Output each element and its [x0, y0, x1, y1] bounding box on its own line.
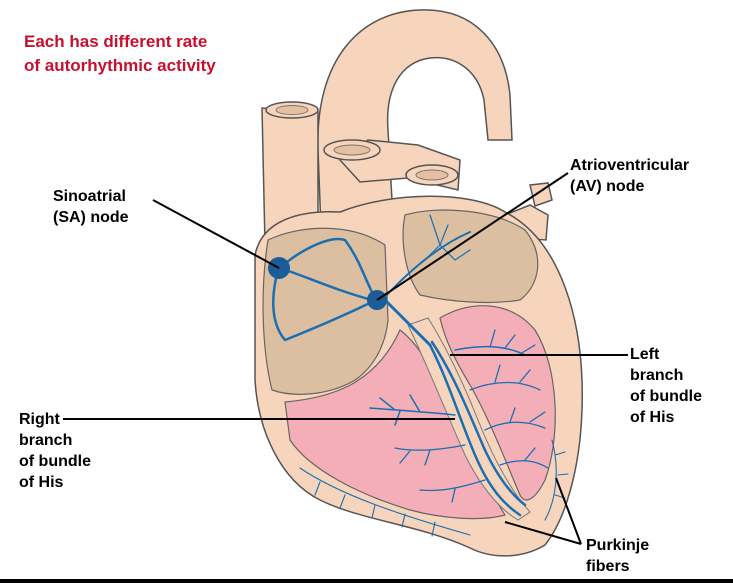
right-branch-label-line2: branch [19, 432, 73, 449]
sa-node-label-line2: (SA) node [53, 209, 129, 226]
leader-lines [63, 172, 628, 545]
left-branch-label-line2: branch [630, 367, 684, 384]
purkinje-label-line1: Purkinje [586, 537, 650, 554]
title-line-2: of autorhythmic activity [24, 56, 216, 75]
sa-node-label-line1: Sinoatrial [53, 188, 126, 205]
av-node-label-line1: Atrioventricular [570, 157, 690, 174]
av-node-label: Atrioventricular (AV) node [570, 155, 689, 197]
purkinje-leader-1 [555, 477, 582, 545]
purkinje-leader-2 [504, 521, 582, 545]
purkinje-label: Purkinje fibers [586, 535, 649, 577]
purkinje-label-line2: fibers [586, 558, 630, 575]
right-branch-label-line4: of His [19, 474, 64, 491]
left-branch-label-line1: Left [630, 346, 660, 363]
left-branch-label: Left branch of bundle of His [630, 344, 702, 428]
bottom-rule [0, 579, 733, 583]
left-branch-label-line4: of His [630, 409, 675, 426]
right-atrium [262, 227, 389, 395]
right-branch-label: Right branch of bundle of His [19, 409, 91, 493]
sa-node-label: Sinoatrial (SA) node [53, 186, 129, 228]
right-branch-label-line1: Right [19, 411, 60, 428]
left-branch-label-line3: of bundle [630, 388, 702, 405]
sa-node-leader [152, 199, 280, 269]
av-node-label-line2: (AV) node [570, 178, 645, 195]
av-node-leader [376, 172, 569, 301]
aorta [317, 9, 513, 257]
septum [407, 317, 531, 521]
right-branch-label-line3: of bundle [19, 453, 91, 470]
title-line-1: Each has different rate [24, 32, 208, 51]
